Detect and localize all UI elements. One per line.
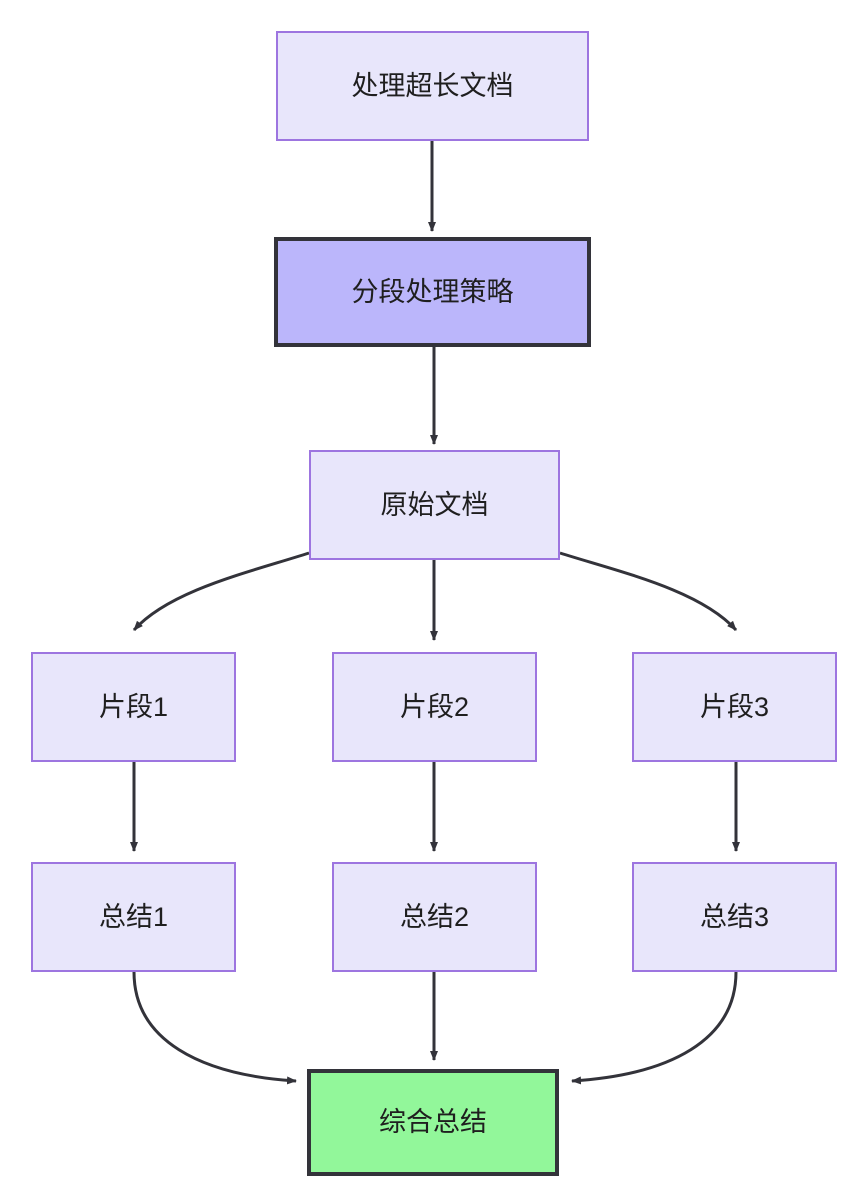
node-label: 片段3 bbox=[699, 691, 770, 722]
node-n4[interactable]: 片段1 bbox=[31, 652, 236, 762]
node-n5[interactable]: 片段2 bbox=[332, 652, 537, 762]
node-label: 总结1 bbox=[98, 901, 169, 932]
node-n7[interactable]: 总结1 bbox=[31, 862, 236, 972]
node-n1[interactable]: 处理超长文档 bbox=[276, 31, 589, 141]
edge-n3-to-n4 bbox=[132, 551, 310, 632]
edge-n3-to-n6 bbox=[559, 551, 738, 632]
node-label: 处理超长文档 bbox=[351, 70, 514, 101]
node-label: 原始文档 bbox=[380, 489, 489, 520]
node-n3[interactable]: 原始文档 bbox=[309, 450, 560, 560]
node-label: 片段2 bbox=[399, 691, 470, 722]
node-n6[interactable]: 片段3 bbox=[632, 652, 837, 762]
node-n8[interactable]: 总结2 bbox=[332, 862, 537, 972]
node-label: 总结3 bbox=[699, 901, 770, 932]
node-n9[interactable]: 总结3 bbox=[632, 862, 837, 972]
node-label: 综合总结 bbox=[379, 1107, 487, 1138]
node-n10[interactable]: 综合总结 bbox=[307, 1069, 559, 1176]
edge-n9-to-n10 bbox=[571, 971, 738, 1085]
node-label: 片段1 bbox=[98, 691, 169, 722]
node-label: 分段处理策略 bbox=[351, 276, 514, 307]
edge-n7-to-n10 bbox=[132, 971, 297, 1085]
node-n2[interactable]: 分段处理策略 bbox=[274, 237, 591, 347]
node-label: 总结2 bbox=[399, 901, 470, 932]
